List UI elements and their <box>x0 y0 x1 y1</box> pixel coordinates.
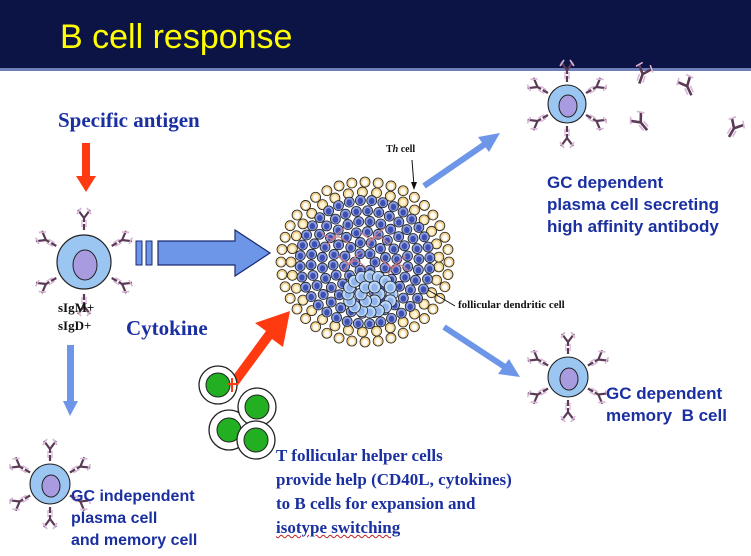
plasma-arrow <box>422 133 500 189</box>
antigen-arrow <box>76 143 96 192</box>
fdc-label: follicular dendritic cell <box>458 299 565 311</box>
tfh-cell-icon <box>198 365 277 460</box>
th-cell-label: Th cell <box>386 144 416 155</box>
germinal-center-icon <box>275 176 455 348</box>
b-cell-icon <box>32 206 136 318</box>
memory-arrow <box>442 324 520 377</box>
memory-b-cell-icon <box>524 330 612 424</box>
specific-antigen-label: Specific antigen <box>58 108 200 132</box>
gc-independent-label: GC independent plasma cell and memory ce… <box>71 488 198 549</box>
gc-dependent-plasma-label: GC dependent plasma cell secreting high … <box>547 173 719 236</box>
activation-arrow <box>135 228 272 278</box>
sigd-label: sIgD+ <box>58 318 92 333</box>
fdc-pointer <box>427 289 456 307</box>
tfh-description: T follicular helper cells provide help (… <box>276 446 512 537</box>
th-pointer <box>411 159 417 190</box>
gc-independent-arrow <box>63 345 78 416</box>
tfh-help-arrow <box>227 311 290 392</box>
antibody-icon <box>625 59 749 143</box>
gc-dependent-memory-label: GC dependent memory B cell <box>606 384 727 425</box>
slide-title: B cell response <box>60 18 293 56</box>
header-divider <box>0 68 751 71</box>
gc-independent-cell-icon <box>6 437 94 531</box>
sigm-label: sIgM+ <box>58 300 95 315</box>
cytokine-label: Cytokine <box>126 316 208 340</box>
plasma-cell-icon <box>524 58 610 150</box>
header-bar <box>0 0 751 68</box>
